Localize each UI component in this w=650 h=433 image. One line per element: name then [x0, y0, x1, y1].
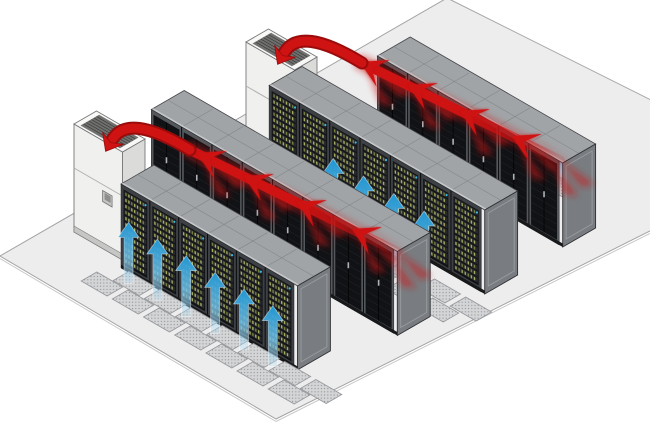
- status-led: [202, 237, 205, 240]
- door-latch: [452, 138, 454, 145]
- cold-air-arrow: [174, 254, 198, 318]
- server-rack-bay-front: [450, 190, 482, 293]
- perforated-tile: [111, 289, 155, 315]
- status-led: [475, 211, 479, 214]
- status-led: [173, 220, 176, 223]
- door-latch: [391, 103, 394, 110]
- rack-side-panel: [297, 266, 331, 371]
- perforated-tile: [205, 343, 249, 369]
- hot-flow-arrowhead: [407, 83, 438, 110]
- cold-air-arrow: [232, 288, 256, 351]
- door-latch: [543, 191, 545, 198]
- perforated-tile: [267, 379, 311, 405]
- perforated-tile: [142, 307, 186, 333]
- status-led: [259, 270, 262, 273]
- door-latch: [256, 209, 259, 216]
- status-led: [293, 106, 297, 109]
- status-led: [230, 254, 234, 257]
- hot-flow-arrowhead: [359, 60, 390, 87]
- cold-air-arrows-front-aisle: [117, 221, 285, 368]
- door-latch: [482, 156, 485, 163]
- hot-flow-arrowhead: [196, 151, 227, 178]
- perforated-tile: [449, 296, 493, 322]
- hot-flow-arrowhead: [511, 134, 542, 161]
- server-rack-bay-front: [420, 172, 452, 275]
- cold-air-arrow: [203, 271, 227, 334]
- rack-side-panel: [484, 190, 519, 295]
- door-latch: [165, 157, 168, 164]
- door-latch: [347, 262, 350, 269]
- status-led: [354, 141, 357, 144]
- status-led: [324, 123, 327, 127]
- status-led: [445, 193, 448, 197]
- hot-flow-arrowhead: [459, 109, 490, 136]
- hot-air-arrowhead-into-crac: [102, 132, 124, 152]
- cold-air-arrow: [117, 221, 140, 284]
- hot-flow-arrowhead: [351, 227, 382, 254]
- door-latch: [422, 121, 424, 128]
- door-latch: [195, 174, 198, 181]
- hot-air-arrowhead-into-crac: [274, 45, 296, 65]
- hot-flow-arrowhead: [243, 174, 274, 201]
- cold-air-arrow: [146, 238, 169, 301]
- status-led: [384, 158, 388, 162]
- door-latch: [317, 244, 319, 251]
- door-latch: [512, 173, 515, 180]
- perforated-tile: [80, 271, 124, 297]
- cold-air-arrow: [261, 304, 285, 368]
- perforated-tile: [173, 325, 218, 351]
- door-latch: [286, 227, 289, 234]
- status-led: [415, 176, 418, 179]
- status-led: [144, 204, 147, 207]
- hot-flow-arrowhead: [296, 200, 327, 227]
- hot-air-stream-2: [274, 34, 594, 196]
- status-led: [288, 287, 291, 290]
- hot-air-stream-1: [102, 121, 432, 288]
- perforated-tile: [268, 361, 312, 386]
- perforated-tile: [236, 361, 280, 387]
- door-latch: [377, 279, 380, 286]
- perforated-tile: [299, 379, 343, 404]
